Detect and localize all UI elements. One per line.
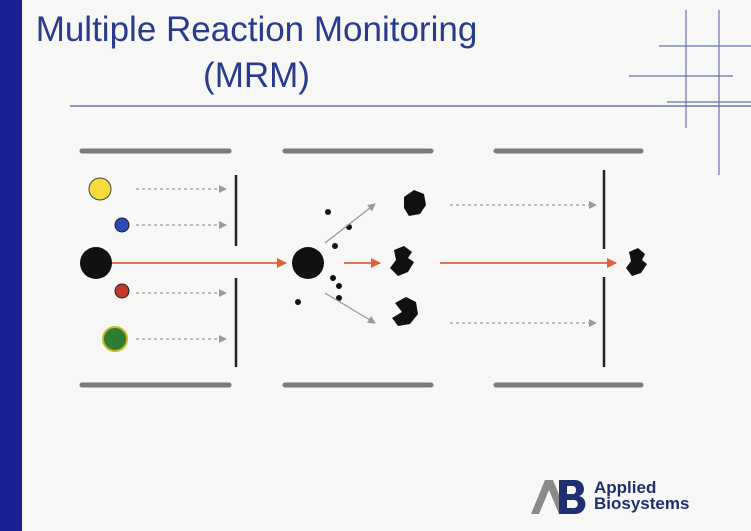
ion-blue bbox=[114, 217, 130, 233]
q1-rejected-paths bbox=[136, 185, 227, 343]
logo-line-biosystems: Biosystems bbox=[594, 494, 690, 513]
ion-black-precursor bbox=[80, 247, 112, 279]
q3-rods bbox=[493, 148, 644, 388]
q3-rejected-paths bbox=[450, 201, 597, 327]
ion-green bbox=[102, 326, 128, 352]
neutral-fragments bbox=[295, 209, 352, 305]
q1-rods bbox=[79, 148, 232, 388]
ion-black-collision bbox=[292, 247, 324, 279]
ion-yellow bbox=[88, 177, 112, 201]
logo-line-applied: Applied bbox=[594, 478, 657, 497]
mrm-diagram bbox=[70, 10, 751, 388]
slide-title: Multiple Reaction Monitoring bbox=[35, 10, 478, 49]
q2-rods bbox=[282, 148, 434, 388]
logo-text: Applied Biosystems bbox=[594, 478, 690, 513]
slide: Multiple Reaction Monitoring (MRM) bbox=[22, 0, 751, 531]
product-ion-top bbox=[404, 190, 426, 216]
product-ion-bottom bbox=[392, 297, 418, 326]
slide-subtitle: (MRM) bbox=[203, 56, 310, 95]
product-ion-selected bbox=[390, 246, 414, 276]
detected-product-ion bbox=[626, 248, 647, 276]
ion-red bbox=[114, 283, 130, 299]
decorative-grid bbox=[629, 10, 751, 175]
applied-biosystems-logo-icon bbox=[531, 480, 586, 514]
fragmentation-arrows bbox=[324, 203, 376, 324]
